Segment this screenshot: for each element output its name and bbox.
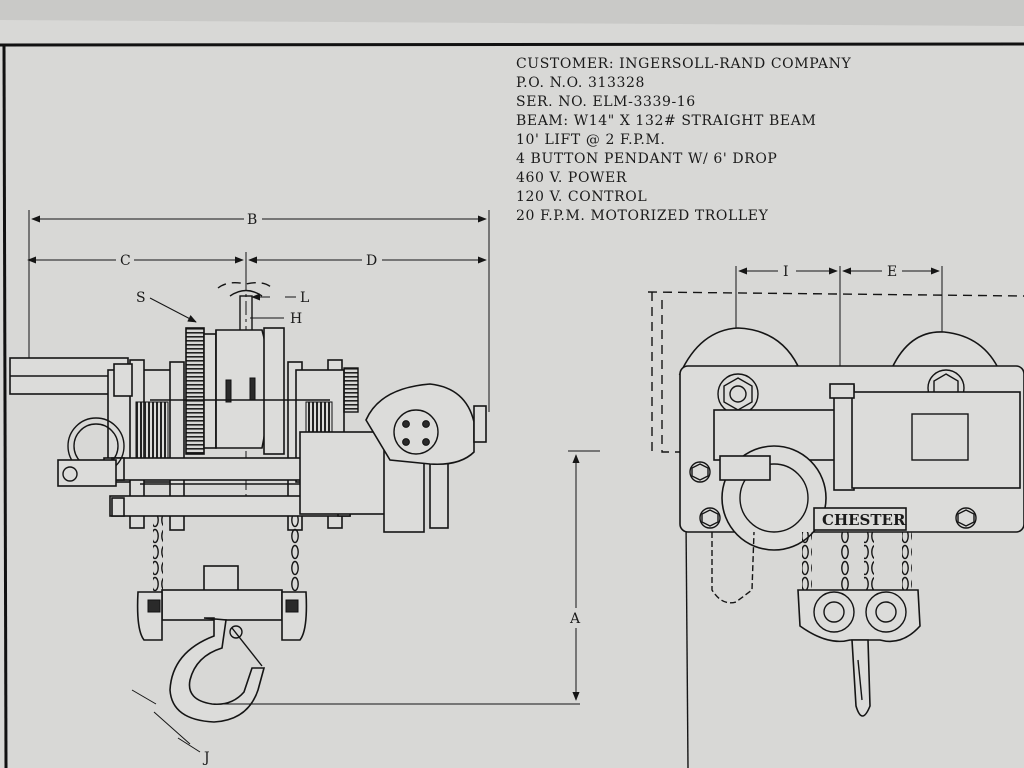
lift-drum — [215, 327, 285, 455]
trolley-wheels — [678, 327, 1002, 375]
trolley-chains — [711, 531, 912, 604]
spec-serial: SER. NO. ELM-3339-16 — [516, 94, 696, 110]
dimension-c-d: C D — [27, 252, 487, 276]
lift-chains — [153, 516, 300, 612]
bottom-block-side — [797, 589, 921, 717]
hoist-motor — [299, 367, 487, 533]
spec-block: CUSTOMER: INGERSOLL-RAND COMPANY P.O. N.… — [516, 56, 851, 224]
spec-beam: BEAM: W14" X 132# STRAIGHT BEAM — [516, 113, 816, 129]
spec-po: P.O. N.O. 313328 — [516, 75, 645, 91]
beam-outline — [647, 291, 1024, 768]
dim-label-c: C — [120, 253, 131, 269]
end-cap-left — [57, 363, 133, 487]
side-view: I E — [647, 264, 1024, 768]
dim-label-i: I — [783, 264, 789, 280]
spec-trolley: 20 F.P.M. MOTORIZED TROLLEY — [516, 208, 769, 224]
spec-pendant: 4 BUTTON PENDANT W/ 6' DROP — [516, 151, 777, 167]
dimension-j: J — [131, 689, 210, 766]
dim-label-j: J — [202, 750, 210, 766]
main-gear — [185, 327, 217, 455]
dim-label-h: H — [290, 311, 302, 327]
bottom-block — [136, 565, 308, 641]
dimension-a: A — [212, 450, 600, 705]
brand-plate-text: CHESTER — [822, 511, 906, 529]
spec-customer: CUSTOMER: INGERSOLL-RAND COMPANY — [516, 56, 851, 72]
spec-control: 120 V. CONTROL — [516, 189, 647, 205]
trolley-motor — [713, 383, 1021, 551]
dim-label-b: B — [247, 212, 257, 228]
dim-label-s: S — [136, 290, 146, 306]
hook — [169, 617, 266, 723]
spec-lift: 10' LIFT @ 2 F.P.M. — [516, 132, 665, 148]
dim-label-l: L — [300, 290, 309, 306]
dim-label-e: E — [887, 264, 897, 280]
dimension-b: B — [28, 210, 490, 412]
brand-plate: CHESTER — [813, 507, 907, 531]
dim-label-d: D — [366, 253, 377, 269]
dim-label-a: A — [569, 611, 581, 627]
spec-power: 460 V. POWER — [516, 170, 627, 186]
end-view: B C D L H S M N — [9, 210, 490, 766]
